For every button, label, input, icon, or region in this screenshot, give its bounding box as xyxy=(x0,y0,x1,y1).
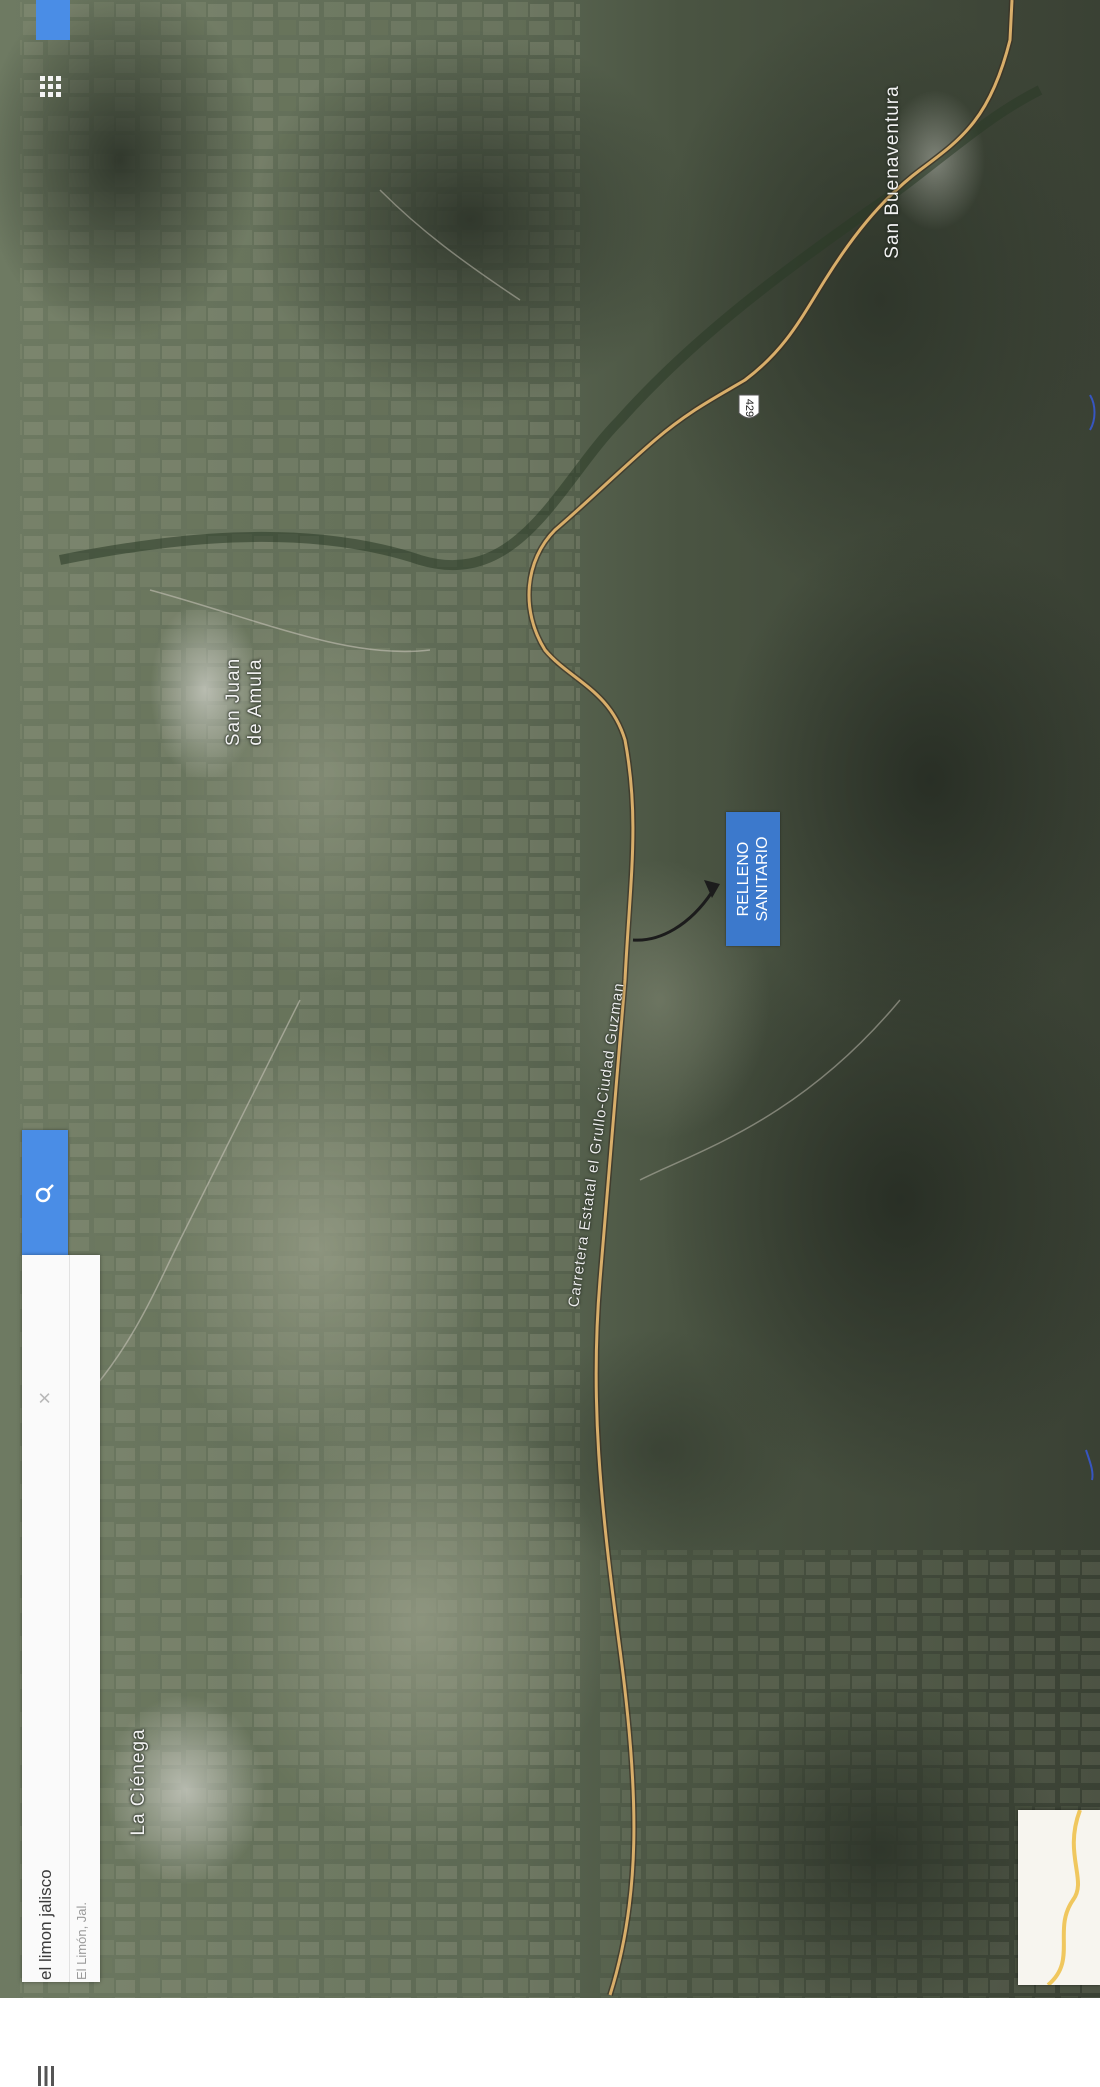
search-icon xyxy=(35,1183,54,1202)
route-shield-icon xyxy=(738,394,760,419)
mountain-area xyxy=(0,0,260,340)
margin-mark xyxy=(1089,394,1096,431)
place-label-san-buenaventura: San Buenaventura xyxy=(882,85,903,259)
corner-button[interactable] xyxy=(36,0,70,40)
arrow-head xyxy=(704,880,720,898)
margin-mark xyxy=(1085,1449,1094,1481)
place-label-line: San Juan xyxy=(223,657,244,747)
mountain-area xyxy=(720,520,1100,1040)
mountain-area xyxy=(660,900,1100,1500)
marker-arrow xyxy=(632,891,714,942)
minimap-thumbnail[interactable] xyxy=(1018,1810,1100,1985)
apps-grid-icon[interactable] xyxy=(38,74,64,100)
search-divider xyxy=(69,1255,70,1982)
place-label-san-juan-de-amula: San Juan de Amula xyxy=(223,637,267,767)
mountain-area xyxy=(700,1680,1060,1998)
minor-road xyxy=(379,189,521,301)
satellite-map[interactable] xyxy=(0,0,1100,1998)
marker-label-text: RELLENO SANITARIO xyxy=(735,836,771,922)
place-label-line: de Amula xyxy=(245,658,266,746)
search-suggestion[interactable]: El Limón, Jal. xyxy=(74,1901,89,1980)
minor-road xyxy=(639,999,901,1181)
search-box[interactable]: × el limon jalisco El Limón, Jal. xyxy=(22,1255,100,2086)
field-area xyxy=(150,1030,490,1470)
search-input[interactable]: el limon jalisco xyxy=(36,1869,55,1980)
town-area xyxy=(150,600,260,780)
field-area xyxy=(550,860,770,1140)
town-area xyxy=(105,1695,265,1885)
field-area xyxy=(230,1390,610,1850)
minor-road xyxy=(149,589,431,653)
mountain-area xyxy=(650,0,1100,600)
mountain-area xyxy=(250,30,690,410)
place-label-la-cienega: La Ciénega xyxy=(128,1728,149,1836)
search-panel: × el limon jalisco El Limón, Jal. xyxy=(22,1130,100,2086)
route-number-label: 429 xyxy=(743,398,755,418)
minimap-road-icon xyxy=(1018,1810,1100,1985)
hamburger-menu-icon[interactable] xyxy=(36,2065,56,2087)
close-icon[interactable]: × xyxy=(32,1391,57,1405)
search-button[interactable] xyxy=(22,1130,68,1255)
highway xyxy=(527,0,1014,1996)
marker-label-box[interactable] xyxy=(726,812,780,946)
